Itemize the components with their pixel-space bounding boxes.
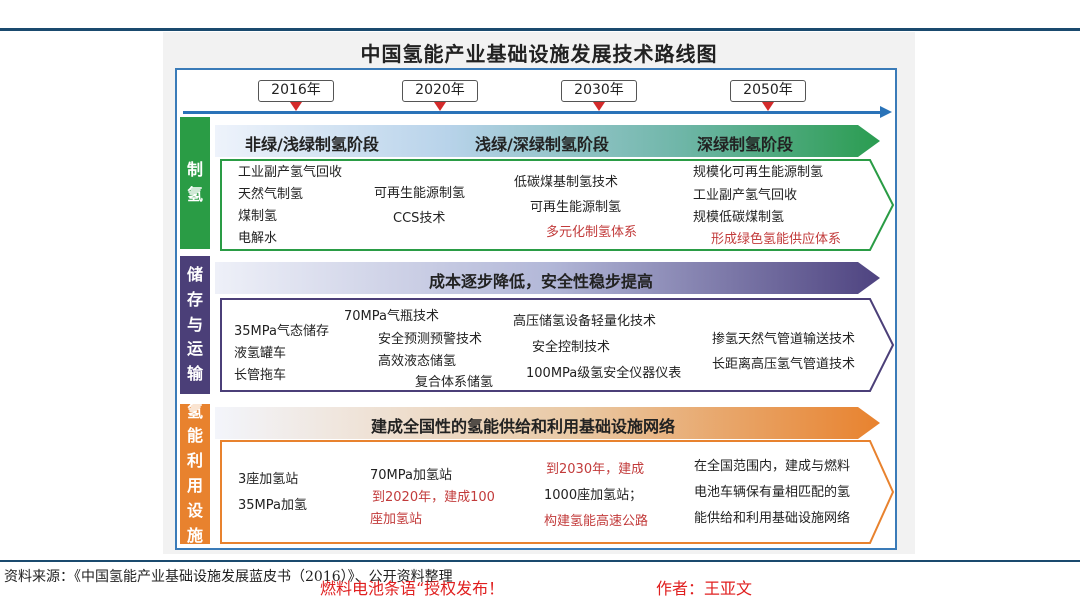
stage-banner-production: 非绿/浅绿制氢阶段 浅绿/深绿制氢阶段 深绿制氢阶段 (215, 125, 880, 157)
tech-item: 低碳煤基制氢技术 (514, 175, 619, 190)
content-box-outline (220, 298, 895, 392)
section-label-char: 储 (186, 265, 203, 284)
year-marker-2016 (290, 102, 302, 111)
tech-item: 工业副产氢气回收 (238, 165, 343, 180)
storage-banner-label: 成本逐步降低，安全性稳步提高 (429, 272, 654, 291)
content-box-storage: 35MPa气态储存 液氢罐车 长管拖车 70MPa气瓶技术 安全预测预警技术 高… (220, 298, 895, 392)
tech-item: 液氢罐车 (234, 346, 287, 361)
tech-item: 安全预测预警技术 (378, 332, 483, 347)
section-label-char: 用 (186, 476, 203, 495)
section-label-char: 运 (186, 339, 203, 359)
watermark-text: 燃料电池条语“授权发布！ (320, 579, 505, 598)
tech-item-highlight: 到2020年，建成100 (372, 490, 495, 505)
source-note: 资料来源：《中国氢能产业基础设施发展蓝皮书（2016）》、公开资料整理 (4, 569, 453, 585)
tech-item: 1000座加氢站； (544, 488, 643, 503)
timeline-arrow-head (880, 106, 892, 118)
section-label-char: 制 (186, 160, 203, 180)
utilization-banner-label: 建成全国性的氢能供给和利用基础设施网络 (371, 417, 676, 436)
tech-item-highlight: 多元化制氢体系 (546, 225, 638, 240)
tech-item: 长距离高压氢气管道技术 (712, 357, 856, 372)
tech-item: 规模化可再生能源制氢 (693, 165, 824, 180)
tech-item: 可再生能源制氢 (530, 200, 622, 215)
section-label-utilization-facilities: 氢 能 利 用 设 施 (180, 402, 210, 545)
stage-banner-utilization: 建成全国性的氢能供给和利用基础设施网络 (215, 407, 880, 439)
tech-item-highlight: 到2030年，建成 (546, 462, 645, 477)
tech-item-highlight: 构建氢能高速公路 (544, 514, 649, 529)
tech-item: 规模低碳煤制氢 (693, 210, 785, 225)
tech-item: 35MPa气态储存 (234, 324, 329, 339)
tech-item: 煤制氢 (238, 209, 278, 224)
year-label-2020: 2020年 (402, 80, 478, 102)
tech-item: 能供给和利用基础设施网络 (694, 511, 851, 526)
tech-item: 3座加氢站 (238, 472, 299, 487)
section-label-hydrogen-production: 制 氢 (180, 117, 210, 249)
bottom-rule (0, 560, 1080, 562)
tech-item: 电池车辆保有量相匹配的氢 (694, 485, 851, 500)
tech-item: 100MPa级氢安全仪器仪表 (526, 366, 682, 381)
content-box-outline (220, 159, 895, 251)
tech-item: 在全国范围内，建成与燃料 (694, 459, 851, 474)
section-label-char: 存 (186, 289, 203, 309)
year-label-2050: 2050年 (730, 80, 806, 102)
top-rule (0, 28, 1080, 31)
year-marker-2020 (434, 102, 446, 111)
stage-banner-storage: 成本逐步降低，安全性稳步提高 (215, 262, 880, 294)
tech-item: 工业副产氢气回收 (693, 188, 798, 203)
content-box-production: 工业副产氢气回收 天然气制氢 煤制氢 电解水 可再生能源制氢 CCS技术 低碳煤… (220, 159, 895, 251)
stage-3-label: 深绿制氢阶段 (697, 135, 794, 154)
tech-item: 复合体系储氢 (415, 375, 494, 390)
tech-item: 长管拖车 (234, 368, 287, 383)
stage-2-label: 浅绿/深绿制氢阶段 (475, 135, 609, 154)
year-marker-2050 (762, 102, 774, 111)
tech-item: CCS技术 (393, 211, 446, 226)
year-marker-2030 (593, 102, 605, 111)
tech-item: 可再生能源制氢 (374, 186, 466, 201)
stage-1-label: 非绿/浅绿制氢阶段 (245, 135, 379, 154)
tech-item: 安全控制技术 (532, 340, 611, 355)
year-label-2030: 2030年 (561, 80, 637, 102)
tech-item: 高效液态储氢 (378, 354, 457, 369)
tech-item: 电解水 (238, 231, 278, 246)
tech-item-highlight: 形成绿色氢能供应体系 (711, 232, 842, 247)
year-label-2016: 2016年 (258, 80, 334, 102)
section-label-char: 施 (186, 525, 203, 545)
content-box-outline (220, 440, 895, 544)
tech-item: 天然气制氢 (238, 187, 304, 202)
tech-item: 掺氢天然气管道输送技术 (712, 332, 856, 347)
tech-item: 35MPa加氢 (238, 498, 307, 513)
tech-item-highlight: 座加氢站 (370, 512, 423, 527)
section-label-char: 氢 (186, 185, 203, 204)
tech-item: 70MPa气瓶技术 (344, 309, 439, 324)
section-label-char: 与 (186, 314, 203, 334)
tech-item: 高压储氢设备轻量化技术 (513, 314, 657, 329)
tech-item: 70MPa加氢站 (370, 468, 452, 483)
section-label-char: 氢 (186, 401, 203, 421)
section-label-char: 设 (186, 500, 203, 520)
section-label-char: 利 (186, 451, 203, 471)
author-credit: 作者：王亚文 (656, 579, 753, 598)
section-label-char: 输 (186, 364, 203, 384)
section-label-storage-transport: 储 存 与 运 输 (180, 256, 210, 394)
section-label-char: 能 (186, 426, 203, 446)
content-box-utilization: 3座加氢站 35MPa加氢 70MPa加氢站 到2020年，建成100 座加氢站… (220, 440, 895, 544)
timeline-axis (183, 111, 883, 114)
roadmap-title: 中国氢能产业基础设施发展技术路线图 (360, 42, 718, 66)
